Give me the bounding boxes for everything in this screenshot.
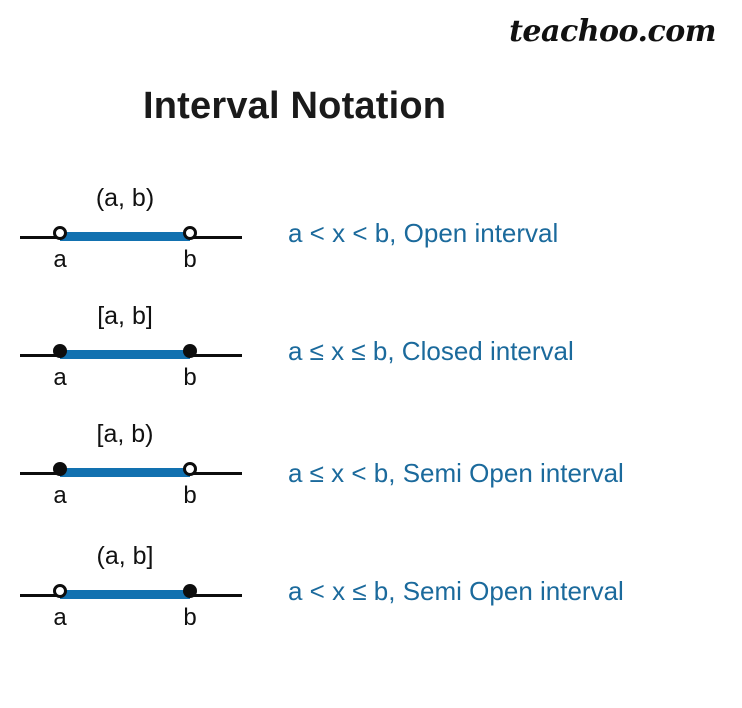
number-line: [a, b) a b bbox=[0, 414, 260, 514]
tick-label-a: a bbox=[53, 364, 67, 391]
tick-label-b: b bbox=[183, 482, 197, 509]
interval-notation-label: (a, b) bbox=[95, 184, 155, 212]
tick-label-b: b bbox=[183, 364, 197, 391]
tick-label-b: b bbox=[183, 604, 197, 631]
interval-notation-label: (a, b] bbox=[96, 542, 154, 570]
interval-segment bbox=[60, 232, 190, 241]
endpoint-left-open-icon bbox=[53, 226, 67, 240]
interval-segment bbox=[60, 468, 190, 477]
number-line: (a, b) a b bbox=[0, 178, 260, 278]
tick-label-b: b bbox=[183, 246, 197, 273]
interval-row: (a, b] a b a < x ≤ b, Semi Open interval bbox=[0, 536, 742, 646]
number-line: [a, b] a b bbox=[0, 296, 260, 396]
interval-description: a < x ≤ b, Semi Open interval bbox=[288, 576, 624, 606]
interval-notation-label: [a, b] bbox=[97, 302, 153, 330]
page-title: Interval Notation bbox=[143, 85, 447, 127]
tick-label-a: a bbox=[53, 246, 67, 273]
brand-logo: teachoo.com bbox=[509, 14, 716, 49]
endpoint-left-closed-icon bbox=[53, 344, 67, 358]
endpoint-right-open-icon bbox=[183, 226, 197, 240]
interval-row: (a, b) a b a < x < b, Open interval bbox=[0, 178, 742, 296]
interval-row: [a, b] a b a ≤ x ≤ b, Closed interval bbox=[0, 296, 742, 414]
endpoint-right-closed-icon bbox=[183, 344, 197, 358]
number-line: (a, b] a b bbox=[0, 536, 260, 636]
interval-segment bbox=[60, 350, 190, 359]
interval-description: a ≤ x < b, Semi Open interval bbox=[288, 458, 624, 488]
tick-label-a: a bbox=[53, 482, 67, 509]
interval-segment bbox=[60, 590, 190, 599]
endpoint-right-closed-icon bbox=[183, 584, 197, 598]
endpoint-right-open-icon bbox=[183, 462, 197, 476]
interval-notation-label: [a, b) bbox=[96, 420, 154, 448]
interval-description: a ≤ x ≤ b, Closed interval bbox=[288, 336, 574, 366]
interval-row: [a, b) a b a ≤ x < b, Semi Open interval bbox=[0, 414, 742, 536]
endpoint-left-closed-icon bbox=[53, 462, 67, 476]
interval-description: a < x < b, Open interval bbox=[288, 218, 559, 248]
tick-label-a: a bbox=[53, 604, 67, 631]
interval-diagram-list: (a, b) a b a < x < b, Open interval [a, … bbox=[0, 178, 742, 646]
endpoint-left-open-icon bbox=[53, 584, 67, 598]
